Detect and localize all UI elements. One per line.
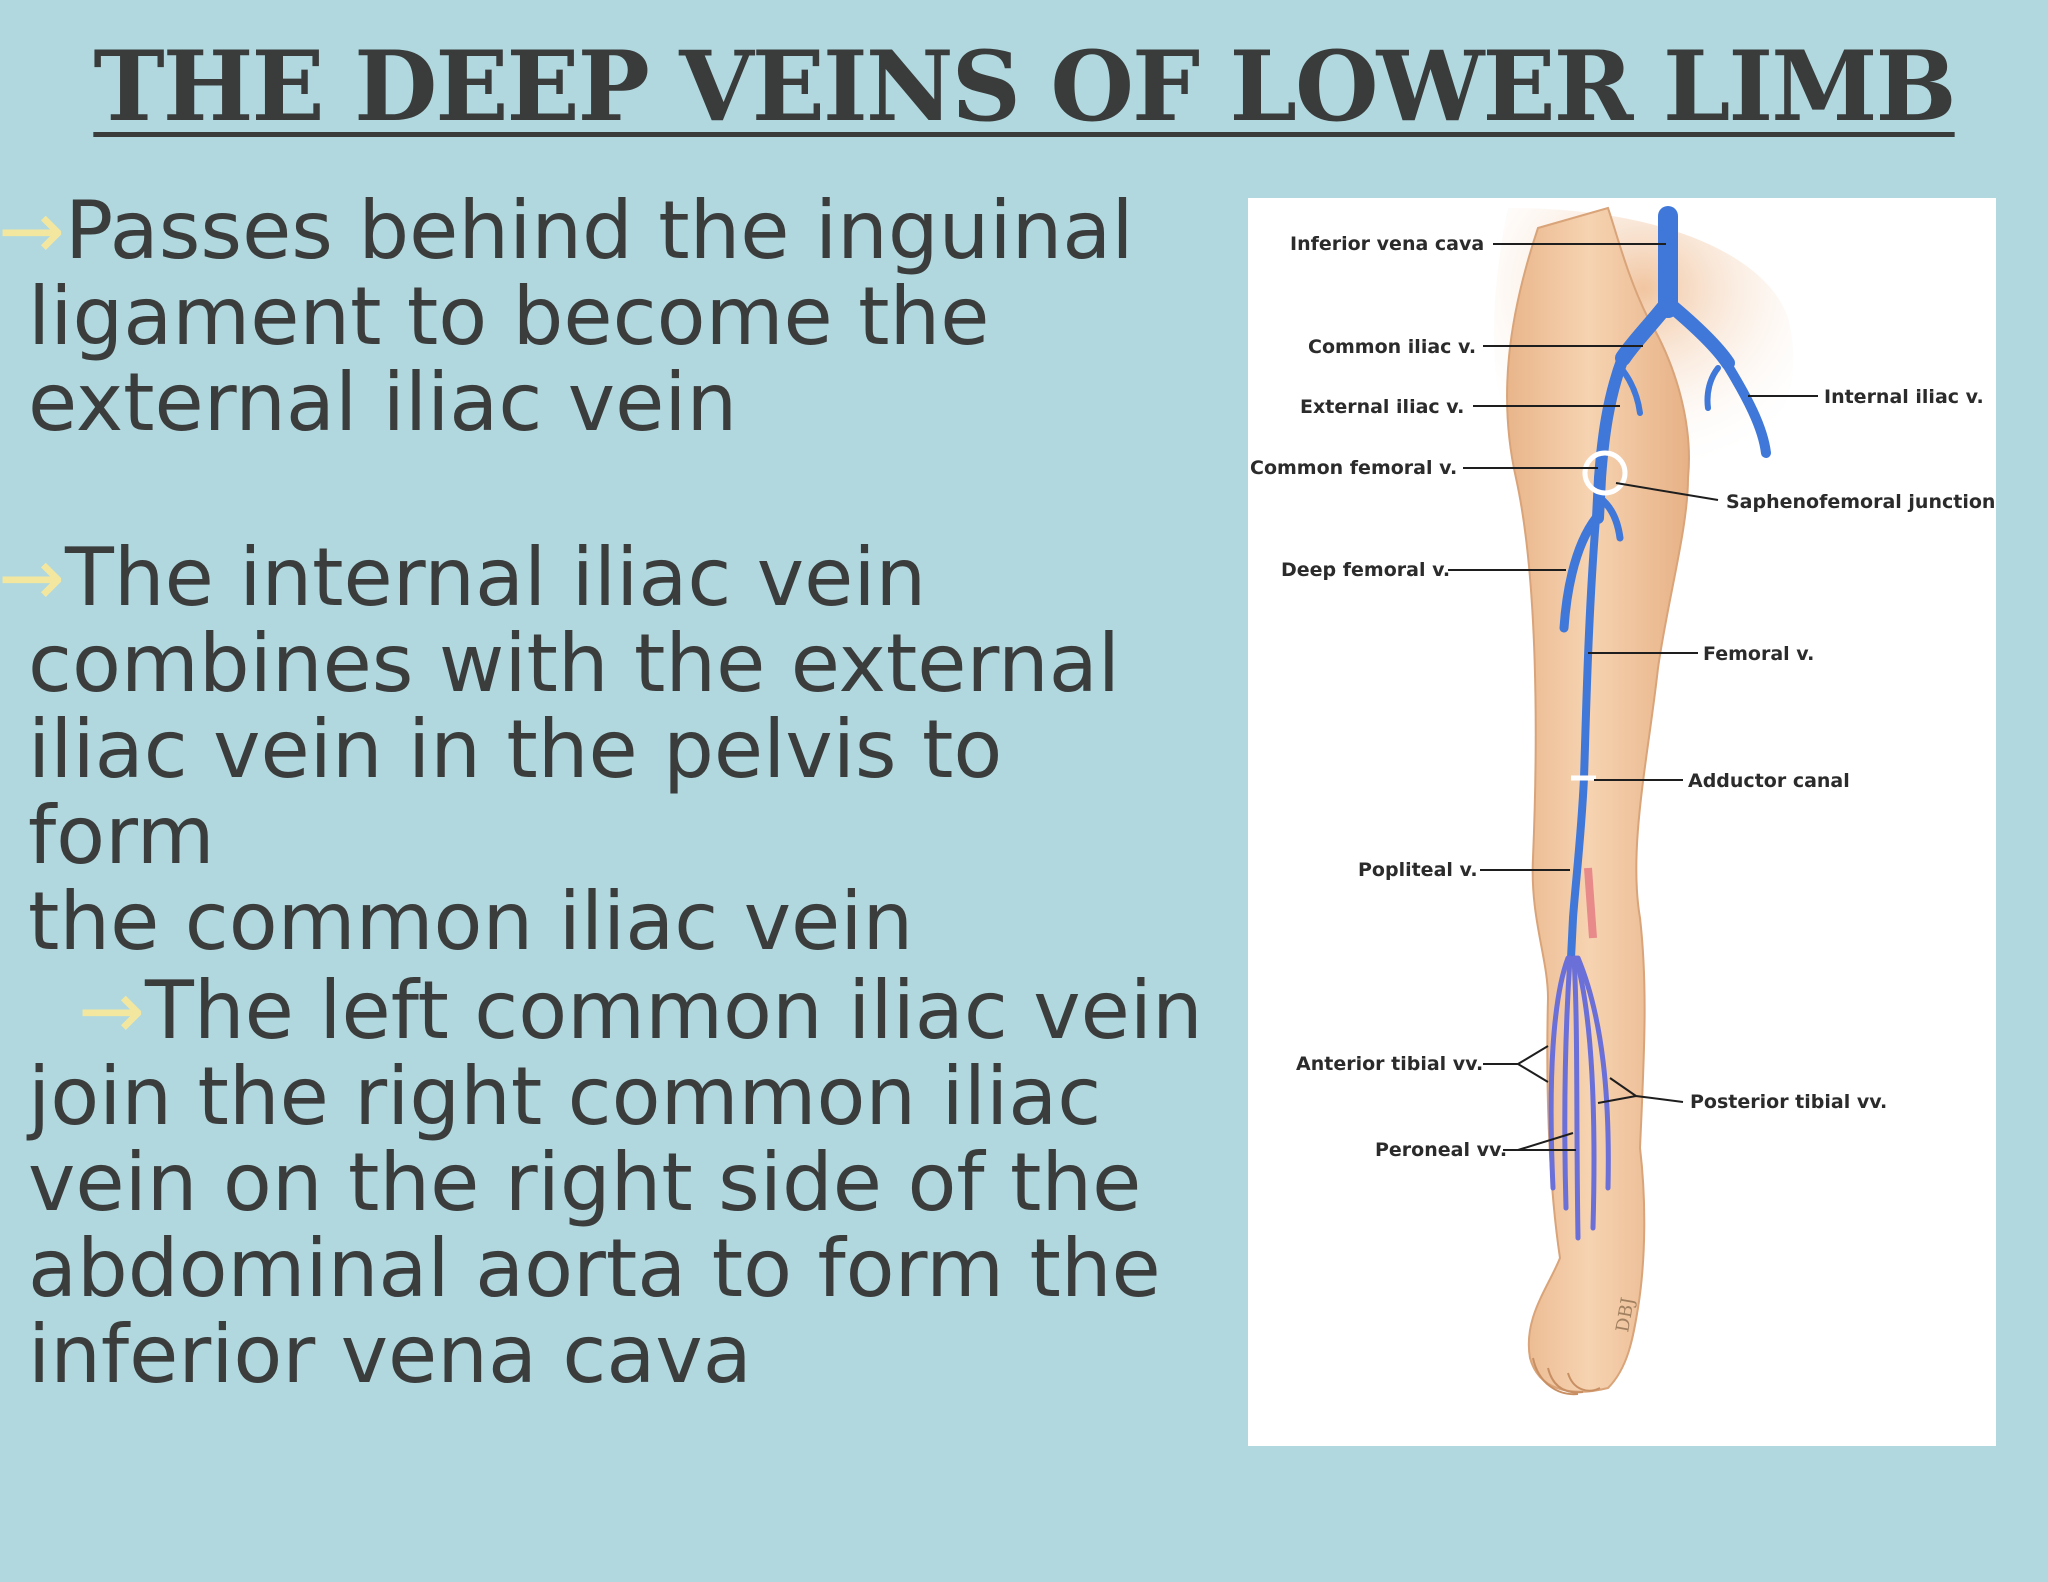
label-saphenofemoral: Saphenofemoral junction bbox=[1726, 491, 1995, 513]
leader-posterior-tibial bbox=[1597, 1077, 1684, 1104]
anterior-tibial-vein-1 bbox=[1548, 955, 1571, 1191]
bullet-2-line-4: the common iliac vein bbox=[28, 875, 914, 968]
label-adductor-canal: Adductor canal bbox=[1688, 770, 1850, 792]
label-external-iliac: External iliac v. bbox=[1300, 396, 1464, 418]
bullet-2-line-3: iliac vein in the pelvis to form bbox=[28, 703, 1003, 882]
external-iliac-branch bbox=[1618, 365, 1643, 416]
deep-femoral-vein bbox=[1559, 513, 1601, 633]
page-title: THE DEEP VEINS OF LOWER LIMB bbox=[93, 30, 1956, 143]
bullet-1: →Passes behind the inguinal ligament to … bbox=[0, 188, 1208, 449]
label-popliteal: Popliteal v. bbox=[1358, 859, 1478, 881]
leg-shape bbox=[1506, 206, 1690, 1393]
bullet-1-line-1: Passes behind the inguinal bbox=[65, 184, 1134, 277]
bullet-3-line-2: join the right common iliac bbox=[28, 1050, 1102, 1143]
label-internal-iliac: Internal iliac v. bbox=[1824, 386, 1984, 408]
bullet-3-line-3: vein on the right side of the bbox=[28, 1136, 1142, 1229]
femoral-vein bbox=[1569, 514, 1600, 922]
leg-veins-illustration: Inferior vena cava Common iliac v. Exter… bbox=[1248, 198, 1996, 1446]
bullet-3-line-4: abdominal aorta to form the bbox=[28, 1222, 1161, 1315]
foot-toes bbox=[1532, 1357, 1601, 1396]
popliteal-vein bbox=[1567, 914, 1577, 962]
bullet-2-line-2: combines with the external bbox=[28, 617, 1120, 710]
bullet-3: →The left common iliac vein join the rig… bbox=[28, 968, 1208, 1398]
posterior-tibial-vein-2 bbox=[1575, 955, 1611, 1191]
arrow-icon: → bbox=[78, 964, 146, 1057]
leader-peroneal bbox=[1503, 1132, 1576, 1151]
arrow-icon: → bbox=[0, 184, 66, 277]
bullet-2: →The internal iliac vein combines with t… bbox=[0, 535, 1208, 968]
label-anterior-tibial: Anterior tibial vv. bbox=[1296, 1053, 1483, 1075]
leader-saphenofemoral bbox=[1615, 482, 1719, 501]
leader-anterior-tibial bbox=[1483, 1045, 1549, 1083]
label-peroneal: Peroneal vv. bbox=[1375, 1139, 1507, 1161]
internal-iliac-vein bbox=[1718, 353, 1771, 458]
leg-veins-diagram: Inferior vena cava Common iliac v. Exter… bbox=[1250, 206, 1995, 1396]
saphenofemoral-junction-marker bbox=[1582, 450, 1628, 496]
bullet-2-line-1: The internal iliac vein bbox=[65, 531, 927, 624]
bullet-3-line-5: inferior vena cava bbox=[28, 1308, 752, 1401]
bullet-1-line-2: ligament to become the bbox=[28, 270, 990, 363]
label-common-femoral: Common femoral v. bbox=[1250, 457, 1457, 479]
peroneal-vein-1 bbox=[1571, 955, 1581, 1241]
posterior-tibial-vein-1 bbox=[1573, 955, 1597, 1231]
label-common-iliac: Common iliac v. bbox=[1308, 336, 1476, 358]
anterior-tibial-vein-2 bbox=[1562, 955, 1573, 1211]
external-iliac-vein bbox=[1594, 352, 1629, 484]
saphenous-branch bbox=[1596, 494, 1624, 542]
popliteal-artery bbox=[1584, 867, 1597, 939]
label-posterior-tibial: Posterior tibial vv. bbox=[1690, 1091, 1887, 1113]
label-ivc: Inferior vena cava bbox=[1290, 233, 1484, 255]
label-deep-femoral: Deep femoral v. bbox=[1281, 559, 1450, 581]
arrow-icon: → bbox=[0, 531, 66, 624]
bullet-3-line-1: The left common iliac vein bbox=[145, 964, 1203, 1057]
internal-iliac-branch bbox=[1704, 365, 1721, 411]
bullet-1-line-3: external iliac vein bbox=[28, 356, 738, 449]
label-femoral: Femoral v. bbox=[1703, 643, 1814, 665]
